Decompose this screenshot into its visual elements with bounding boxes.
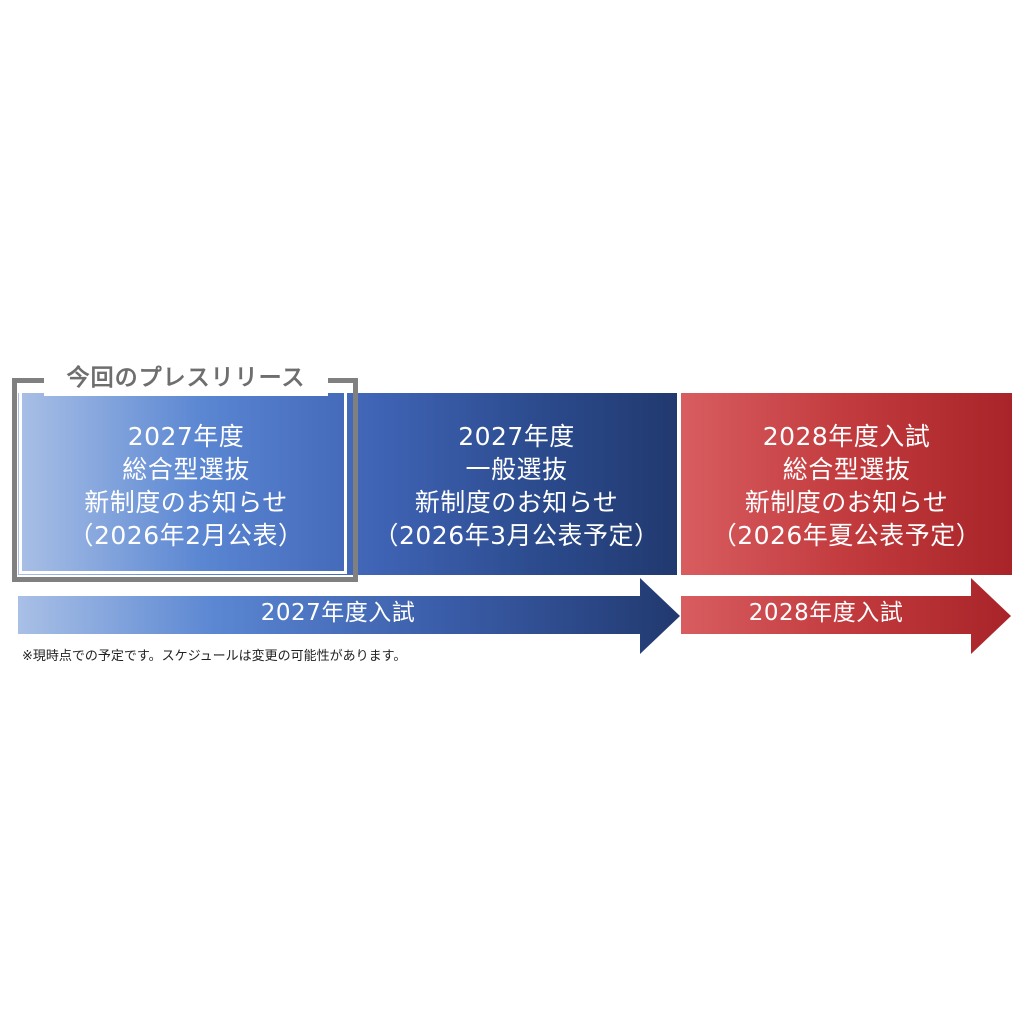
schedule-note: ※現時点での予定です。スケジュールは変更の可能性があります。 bbox=[22, 649, 407, 664]
box-2028-sogo-announcement: 2028年度入試 総合型選抜 新制度のお知らせ （2026年夏公表予定） bbox=[681, 420, 1012, 552]
box2-line-4: （2026年3月公表予定） bbox=[373, 521, 660, 550]
box2-line-3: 新制度のお知らせ bbox=[414, 488, 619, 517]
box3-line-3: 新制度のお知らせ bbox=[744, 488, 949, 517]
blue-timeline-band bbox=[18, 393, 677, 575]
highlight-label-background bbox=[44, 360, 328, 396]
box-2027-ippan-announcement: 2027年度 一般選抜 新制度のお知らせ （2026年3月公表予定） bbox=[356, 420, 677, 552]
arrow-2027-shape bbox=[18, 578, 680, 654]
arrow-2028 bbox=[681, 578, 1011, 654]
box3-line-2: 総合型選抜 bbox=[782, 455, 911, 484]
highlight-label: 今回のプレスリリース bbox=[66, 365, 306, 391]
box3-line-4: （2026年夏公表予定） bbox=[711, 521, 982, 550]
box2-line-2: 一般選抜 bbox=[465, 455, 568, 484]
box3-line-1: 2028年度入試 bbox=[762, 422, 931, 451]
red-timeline-band bbox=[681, 393, 1012, 575]
box1-line-4: （2026年2月公表） bbox=[68, 521, 304, 550]
box1-line-3: 新制度のお知らせ bbox=[84, 488, 288, 517]
arrow-2027 bbox=[18, 578, 680, 654]
box2-line-1: 2027年度 bbox=[458, 422, 575, 451]
arrow-2027-label: 2027年度入試 bbox=[260, 600, 416, 626]
box1-line-1: 2027年度 bbox=[127, 422, 245, 451]
box-2027-sogo-announcement: 2027年度 総合型選抜 新制度のお知らせ （2026年2月公表） bbox=[18, 420, 354, 552]
arrow-2028-label: 2028年度入試 bbox=[748, 600, 904, 626]
arrow-2028-shape bbox=[681, 578, 1011, 654]
box1-line-2: 総合型選抜 bbox=[122, 455, 250, 484]
